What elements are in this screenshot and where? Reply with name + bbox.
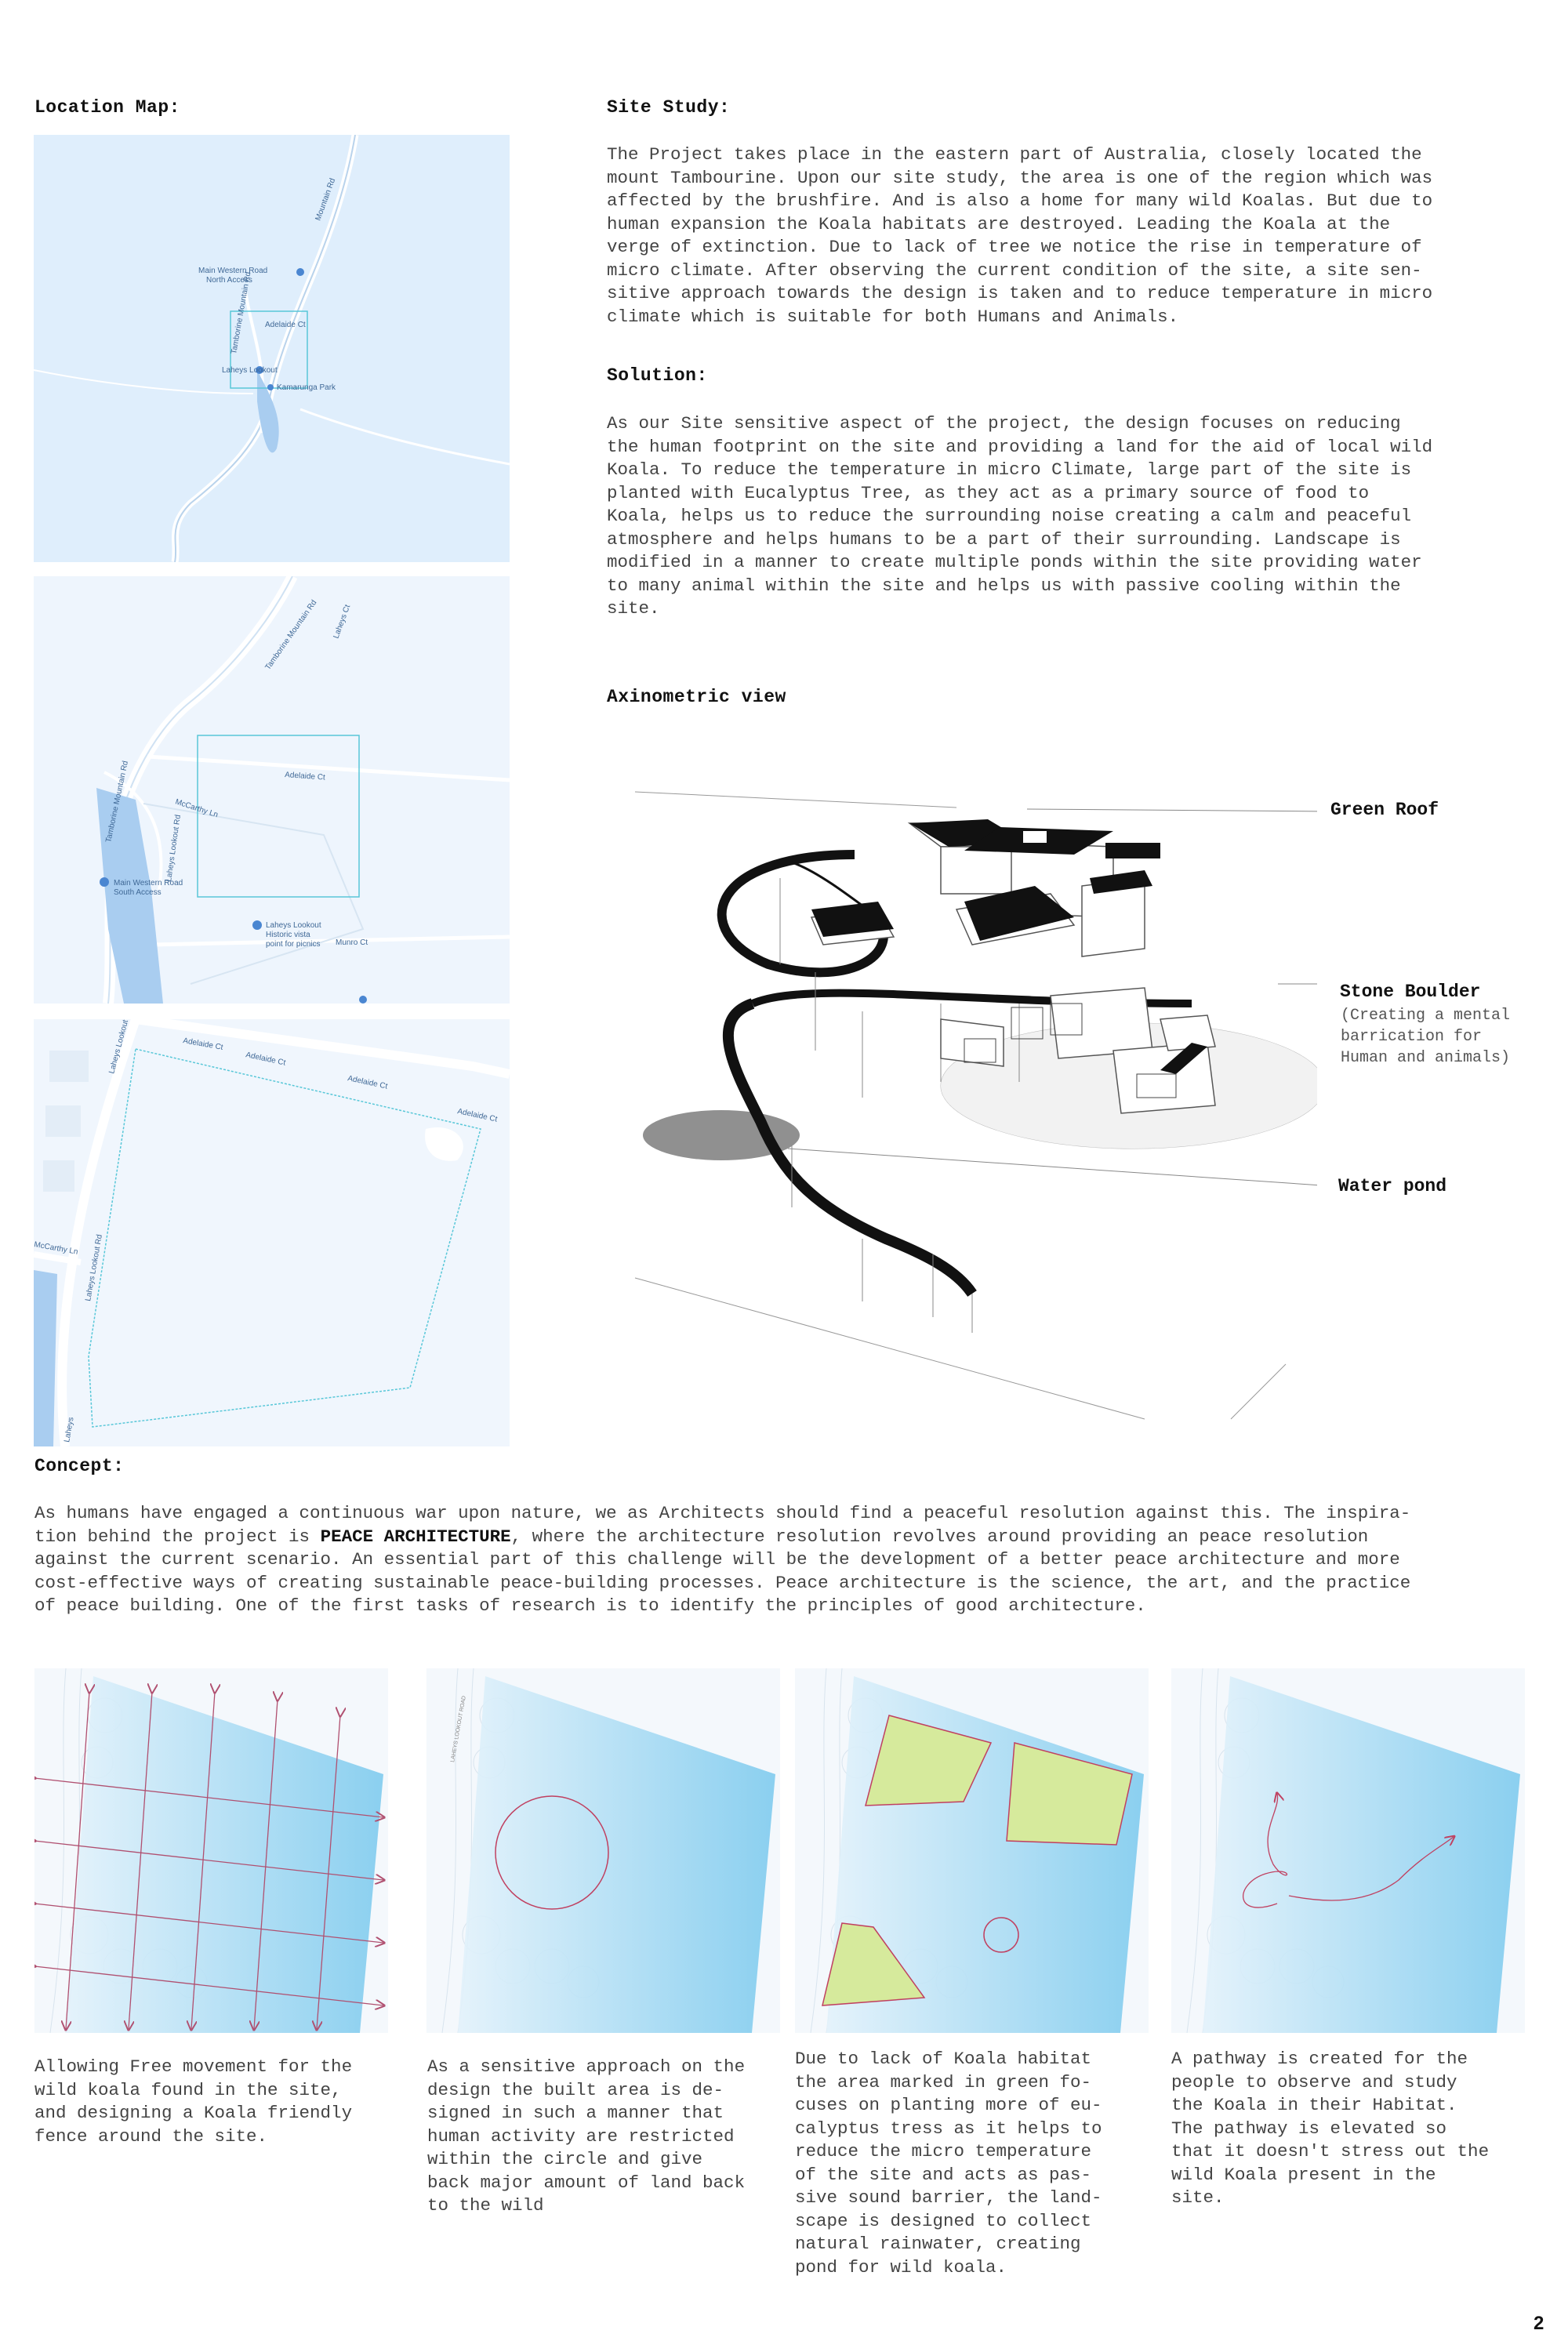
map2-road-5: Laheys Lookout Rd [165,815,183,883]
site-study-text: The Project takes place in the eastern p… [607,144,1433,327]
map1-poi-3: Kamarunga Park [277,383,336,392]
location-map-2: Main Western Road South Access Laheys Lo… [34,576,510,1004]
diagram2-road: LAHEYS LOOKOUT ROAD [450,1696,467,1763]
diagram-pathway [1171,1668,1525,2033]
stone-boulder-label: Stone Boulder [1340,982,1481,1002]
solution-heading: Solution: [607,365,708,386]
map2-poi-2b: Historic vista [266,931,310,939]
green-roof-label: Green Roof [1330,800,1439,820]
location-map-1: Main Western Road North Access Laheys Lo… [34,135,510,562]
concept-text: As humans have engaged a continuous war … [34,1503,1411,1616]
map3-road-3: Adelaide Ct [347,1074,388,1091]
map2-poi-2: Laheys Lookout [266,921,321,930]
map1-poi-1: Main Western Road [198,267,267,275]
axonometric-drawing [612,768,1334,1458]
map2-road-7: Laheys Ct [332,604,352,640]
water-pond-label: Water pond [1338,1176,1447,1196]
caption-3: Due to lack of Koala habitat the area ma… [795,2049,1102,2278]
caption-4: A pathway is created for the people to o… [1171,2049,1490,2208]
map2-road-6: Munro Ct [336,938,368,947]
solution-text: As our Site sensitive aspect of the proj… [607,413,1433,619]
site-study-heading: Site Study: [607,97,731,118]
map2-road-3: Adelaide Ct [285,771,326,782]
location-map-heading: Location Map: [34,97,180,118]
map1-poi-1b: North Access [206,276,252,285]
map2-poi-1b: South Access [114,888,162,897]
map3-road-6: Laheys Lookout Rd [84,1234,104,1302]
stone-boulder-note: (Creating a mental barrication for Human… [1341,1007,1511,1067]
caption-2: As a sensitive approach on the design th… [427,2056,746,2216]
map2-poi-2c: point for picnics [266,940,320,949]
map3-road-2: Adelaide Ct [245,1051,286,1068]
caption-1: Allowing Free movement for the wild koal… [34,2056,353,2147]
axonometric-heading: Axinometric view [607,687,786,707]
location-map-3: Adelaide Ct Adelaide Ct Adelaide Ct Adel… [34,1019,510,1446]
diagram-habitat [795,1668,1149,2033]
map2-poi-1: Main Western Road [114,879,183,887]
page-number: 2 [1534,2313,1544,2334]
map3-road-4: Adelaide Ct [456,1107,498,1124]
diagram-free-movement [34,1668,388,2033]
concept-heading: Concept: [34,1456,125,1476]
map1-poi-2: Laheys Lookout [222,366,278,375]
map1-poi-4: Adelaide Ct [265,321,306,329]
concept-bold: PEACE ARCHITECTURE [320,1526,511,1547]
map3-road-1: Adelaide Ct [182,1036,223,1052]
diagram-built-area: LAHEYS LOOKOUT ROAD [426,1668,780,2033]
